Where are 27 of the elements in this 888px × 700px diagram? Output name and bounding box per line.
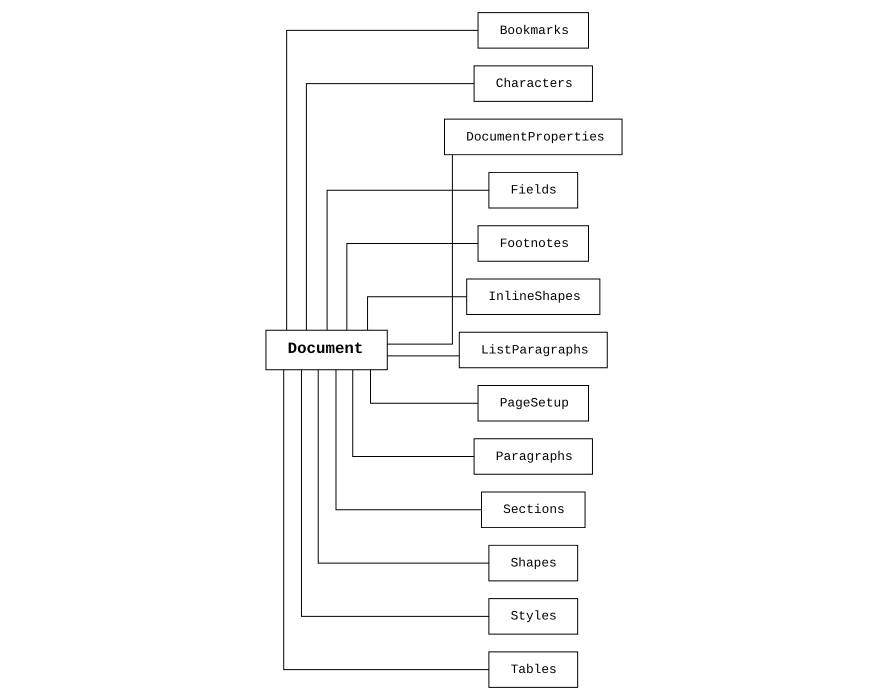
node-box: InlineShapes [466,278,600,315]
connector [386,154,453,345]
connector [387,355,460,356]
node-box: Footnotes [478,225,589,262]
connector [367,296,467,331]
node-box: PageSetup [478,385,589,422]
connector [336,369,482,510]
connector [326,190,490,331]
node-box: Characters [474,65,593,102]
node-box: Document [265,330,388,370]
node-box: Shapes [488,544,578,582]
connector [286,30,478,330]
connector [300,370,490,617]
node-box: Fields [488,172,578,208]
node-box: DocumentProperties [444,118,623,156]
node-box: Paragraphs [474,438,593,475]
connector [283,370,490,670]
node-box: Bookmarks [478,12,589,49]
connector [352,369,474,458]
connector [370,369,478,404]
node-box: ListParagraphs [458,332,608,368]
connector [306,83,474,330]
connector [346,242,478,331]
node-box: Tables [488,651,578,688]
node-box: Styles [488,598,578,635]
node-box: Sections [481,492,586,528]
connector [318,370,490,564]
